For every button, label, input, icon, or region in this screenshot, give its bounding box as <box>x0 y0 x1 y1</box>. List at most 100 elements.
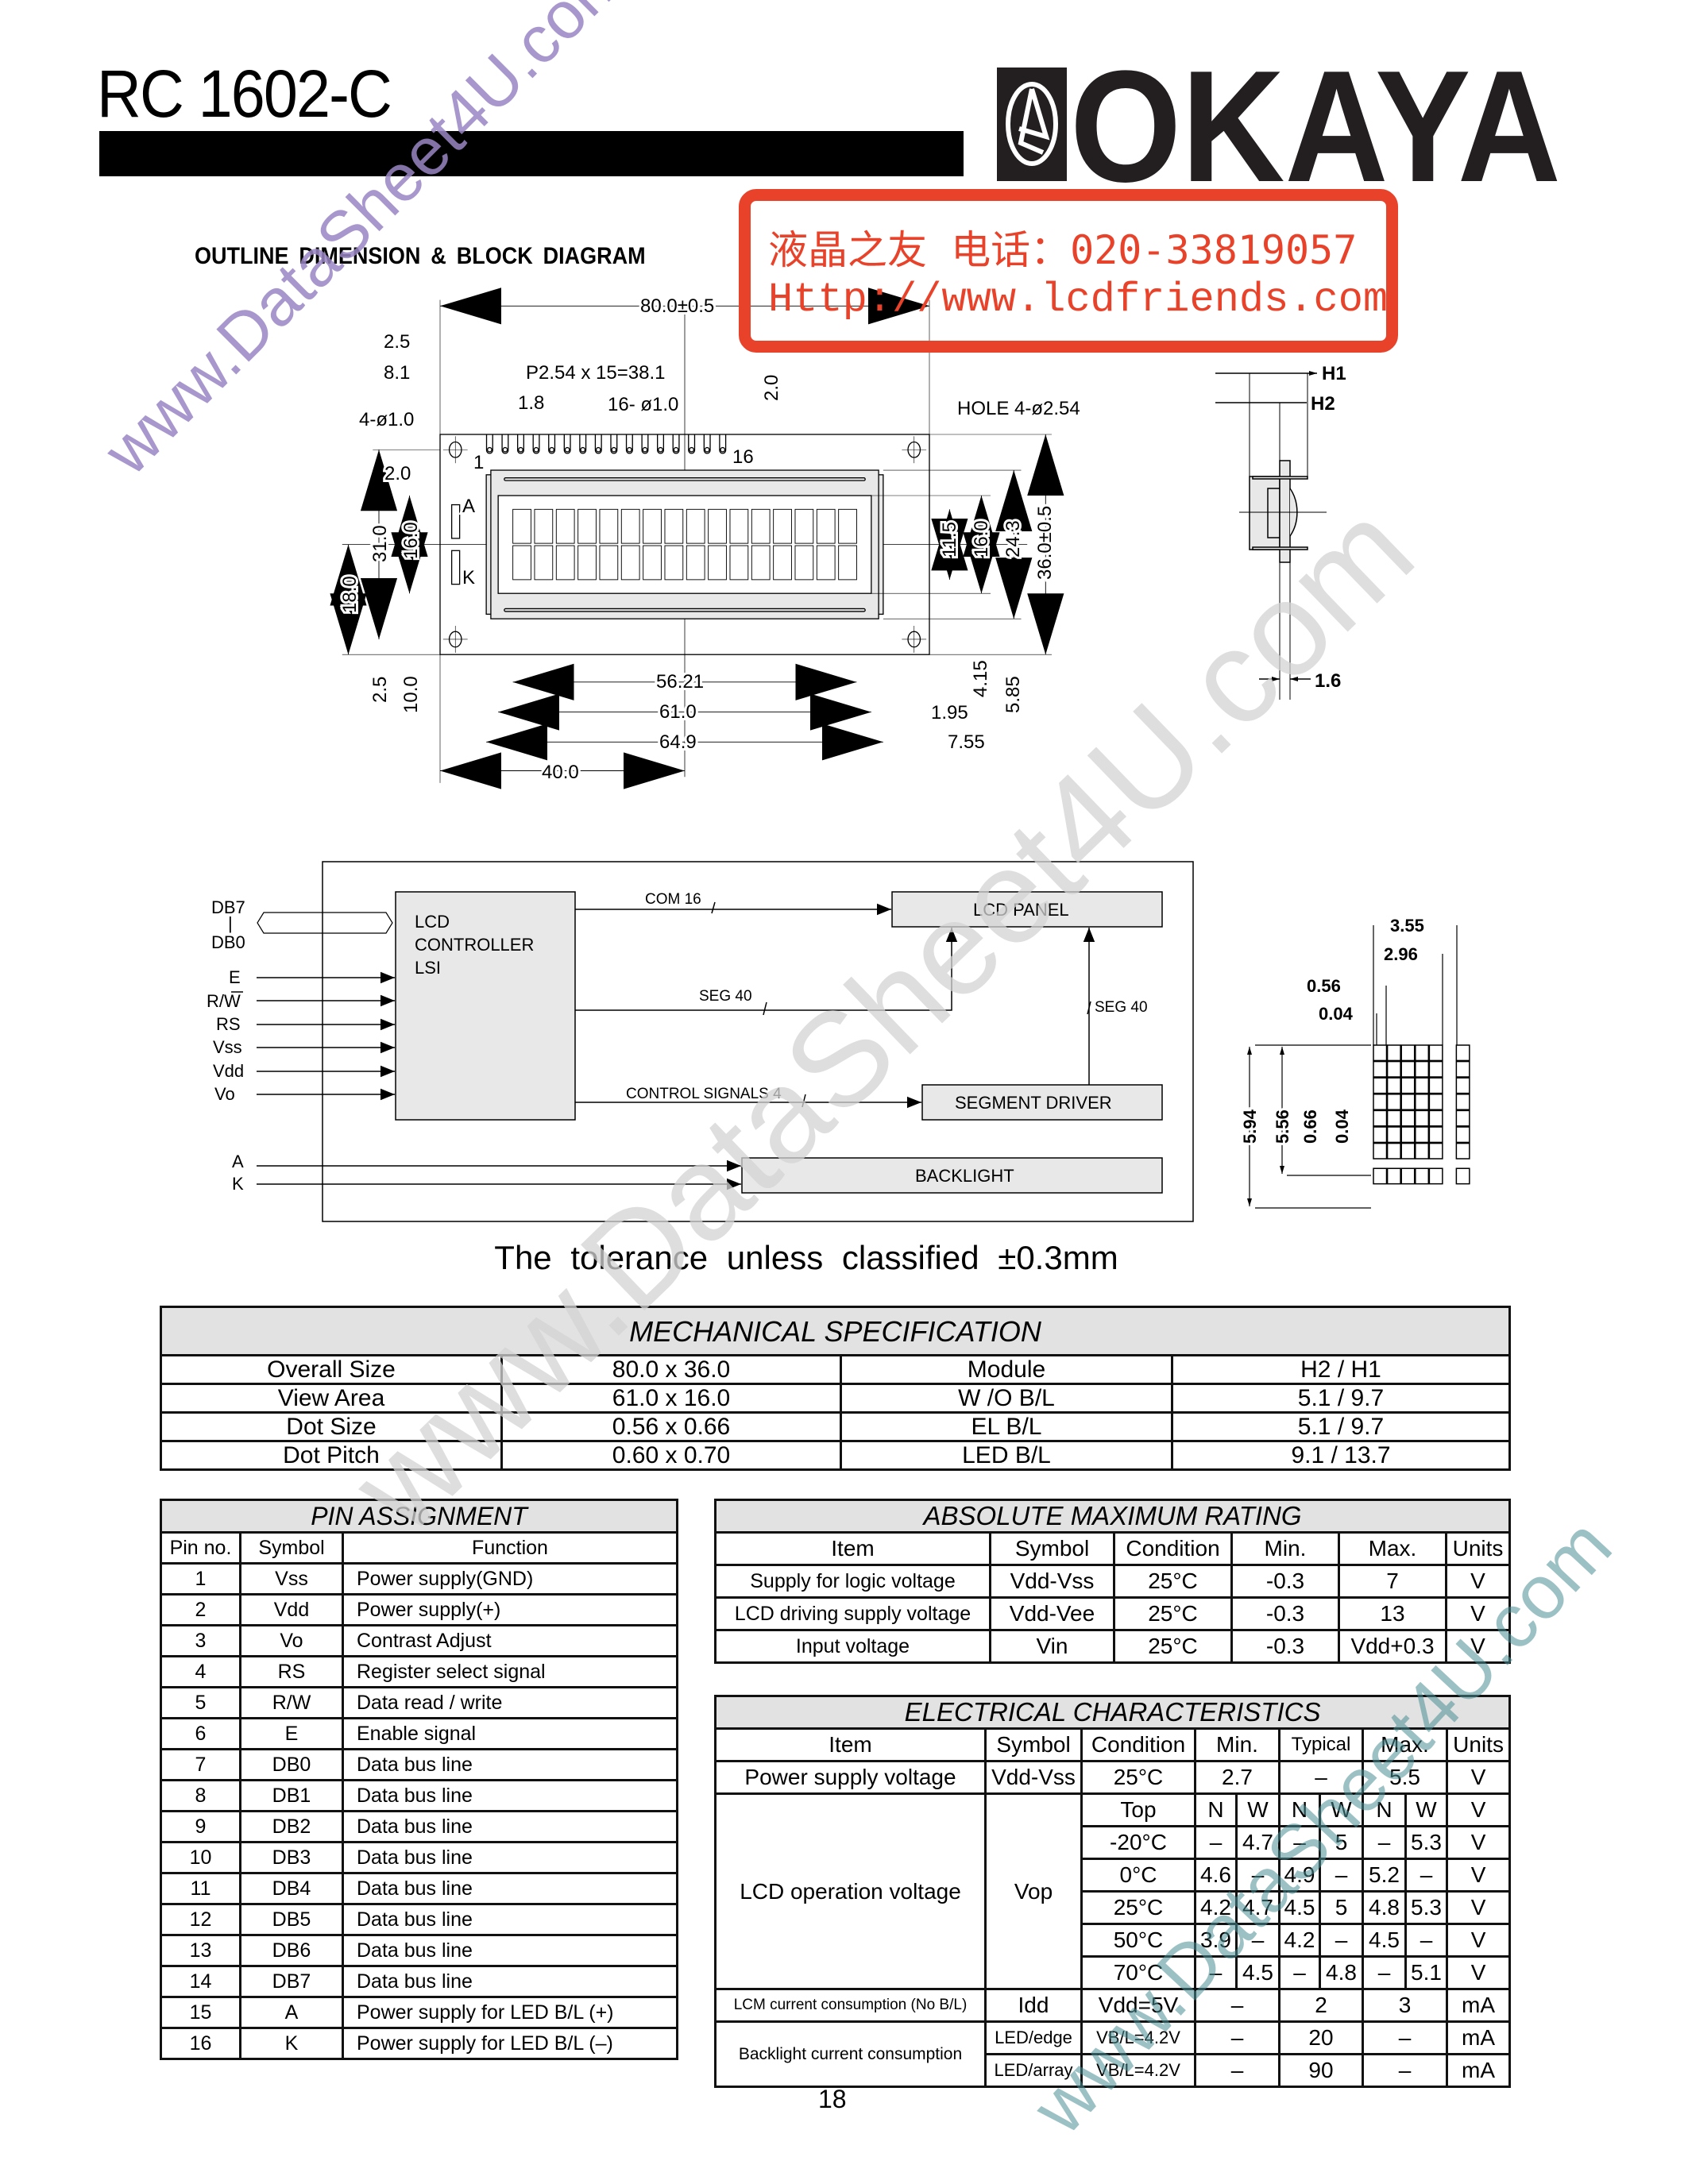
pin-number: 7 <box>160 1748 241 1781</box>
absmax-cell: Vdd+0.3 <box>1338 1629 1447 1664</box>
pin-number: 1 <box>160 1562 241 1596</box>
pin-number: 12 <box>160 1903 241 1936</box>
dot-cell <box>1373 1044 1388 1062</box>
led-k-label: K <box>462 567 475 588</box>
character-cell <box>643 508 662 544</box>
elec-lcd-cell: 5 <box>1319 1890 1364 1925</box>
title-bar <box>99 131 964 176</box>
character-cell <box>794 508 814 544</box>
lcdfriends-stamp: 液晶之友 电话：020-33819057 Http://www.lcdfrien… <box>739 189 1398 353</box>
pin-number: 9 <box>160 1810 241 1843</box>
elec-backlight-min: – <box>1194 2053 1280 2088</box>
pin-symbol: DB7 <box>239 1965 344 1998</box>
dot-cell <box>1415 1077 1430 1094</box>
character-cell <box>664 545 684 581</box>
pin-hole <box>502 446 508 453</box>
absmax-header: Units <box>1444 1531 1512 1566</box>
pin-hole <box>673 446 679 453</box>
elec-lcd-cell: 5.2 <box>1362 1858 1407 1893</box>
dot-cell <box>1415 1126 1430 1144</box>
outline-drawing: 80.0±0.5 2.5 8.1 P2.54 x 15=38.1 1.8 16-… <box>207 287 1470 1222</box>
elec-lcd-cell: – <box>1362 1955 1407 1990</box>
dot-cell <box>1386 1077 1401 1094</box>
mechanical-cell: Module <box>840 1354 1173 1385</box>
elec-lcm-max: 3 <box>1362 1988 1448 2023</box>
pin-function: Data bus line <box>342 1779 678 1812</box>
elec-lcd-cell: 25°C <box>1080 1890 1196 1925</box>
absmax-cell: Vdd-Vss <box>989 1564 1115 1599</box>
seg-label: SEG 40 <box>699 988 752 1005</box>
backlight-box <box>741 1157 1163 1194</box>
absmax-cell: 25°C <box>1113 1629 1233 1664</box>
character-cell <box>512 545 531 581</box>
pin-hole <box>704 446 710 453</box>
pin-header-symbol: Symbol <box>239 1531 344 1565</box>
pin-number: 11 <box>160 1872 241 1905</box>
elec-lcd-cell: – <box>1278 1825 1321 1860</box>
electrical-characteristics-table: ELECTRICAL CHARACTERISTICS Item Symbol C… <box>713 1695 1512 2088</box>
character-cell <box>620 508 640 544</box>
pin-function: Data bus line <box>342 1872 678 1905</box>
dot-cell-next-char <box>1455 1077 1470 1094</box>
pin-pad <box>657 434 665 454</box>
pin-pad <box>688 434 696 454</box>
pin-function: Register select signal <box>342 1655 678 1688</box>
view-area <box>497 495 872 594</box>
seg-line <box>575 928 958 1011</box>
outline-title: OUTLINE DIMENSION & BLOCK DIAGRAM <box>195 243 646 269</box>
control-label: CONTROL SIGNALS 4 <box>626 1086 782 1102</box>
elec-power-condition: 25°C <box>1080 1760 1196 1795</box>
pin-hole <box>658 446 663 453</box>
dot-cell-next-char <box>1455 1167 1470 1185</box>
backlight-label: BACKLIGHT <box>915 1166 1014 1186</box>
pin-symbol: DB2 <box>239 1810 344 1843</box>
elec-power-symbol: Vdd-Vss <box>984 1760 1083 1795</box>
pin-function: Data bus line <box>342 1748 678 1781</box>
character-cell <box>708 508 727 544</box>
pin-number: 14 <box>160 1965 241 1998</box>
pin-number: 13 <box>160 1934 241 1967</box>
dim-view-h-left: 16.0 <box>400 522 422 559</box>
pin-hole <box>720 446 726 453</box>
side-view <box>1215 371 1327 700</box>
pin-pad <box>672 434 680 454</box>
pin-pad <box>641 434 649 454</box>
pin-symbol: DB1 <box>239 1779 344 1812</box>
elec-header-symbol: Symbol <box>984 1727 1083 1762</box>
dot-cell <box>1373 1077 1388 1094</box>
pin-symbol: Vss <box>239 1562 344 1596</box>
elec-header-item: Item <box>714 1727 987 1762</box>
elec-backlight-symbol: LED/edge <box>984 2020 1083 2055</box>
elec-lcd-cell: – <box>1319 1923 1364 1958</box>
pin-number: 5 <box>160 1686 241 1719</box>
absmax-cell: Supply for logic voltage <box>714 1564 991 1599</box>
dim-frame-w: 64.9 <box>659 731 697 753</box>
pin-hole <box>689 446 694 453</box>
absmax-header: Item <box>714 1531 991 1566</box>
dim-frame-h: 24.3 <box>1002 520 1024 558</box>
character-cell <box>664 508 684 544</box>
character-cell <box>686 545 705 581</box>
dot-cell <box>1428 1142 1443 1160</box>
dot-dot-w: 0.56 <box>1307 976 1341 996</box>
dim-overall-h: 36.0±0.5 <box>1034 506 1056 580</box>
input-e: E <box>229 967 241 987</box>
elec-lcd-cell: – <box>1278 1955 1321 1990</box>
pin-function: Power supply for LED B/L (–) <box>342 2027 678 2060</box>
absmax-cell: V <box>1444 1629 1512 1664</box>
led-a-label: A <box>462 496 475 517</box>
elec-backlight-typ: 20 <box>1278 2020 1364 2055</box>
led-pad-a <box>450 504 461 539</box>
dot-gap-y: 0.04 <box>1332 1109 1352 1144</box>
dot-cell <box>1373 1142 1388 1160</box>
pin-number: 4 <box>160 1655 241 1688</box>
elec-lcd-cell: -20°C <box>1080 1825 1196 1860</box>
absmax-cell: V <box>1444 1564 1512 1599</box>
